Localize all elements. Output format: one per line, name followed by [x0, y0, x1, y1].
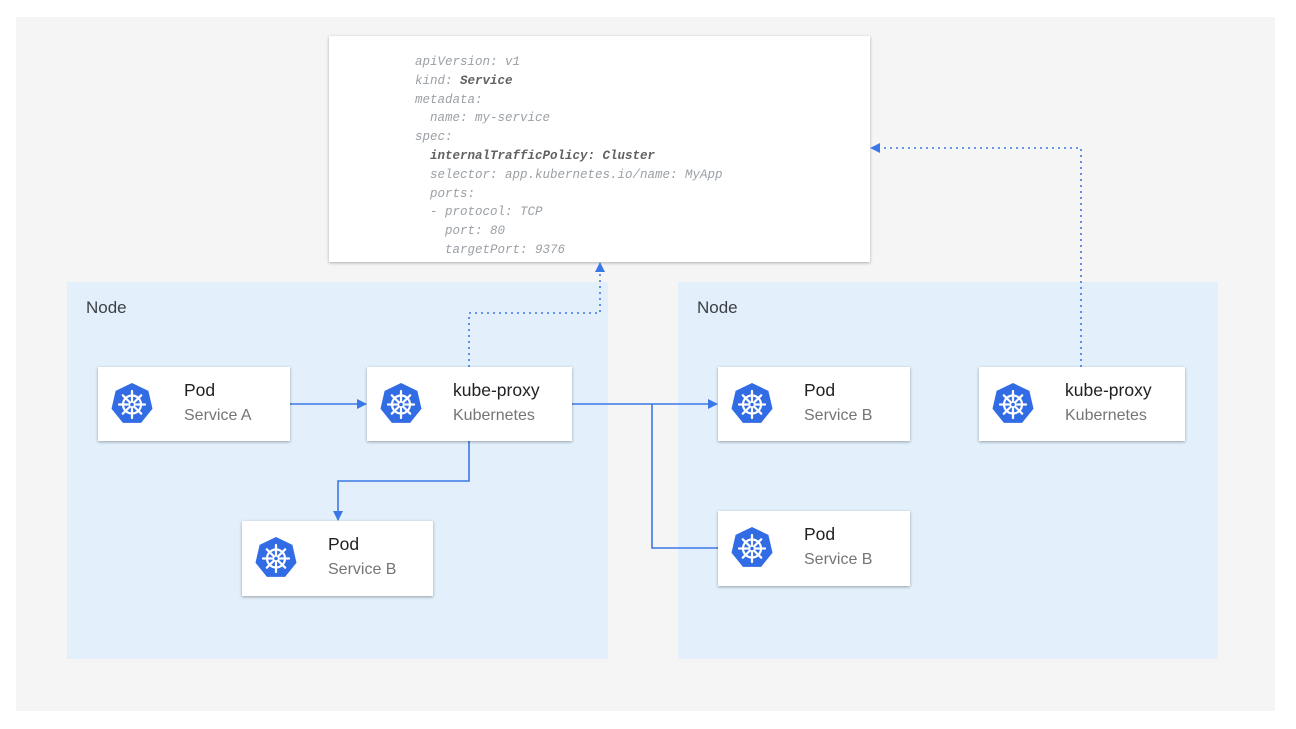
card-title: kube-proxy [453, 380, 540, 400]
card-title: Pod [184, 380, 216, 400]
kubernetes-icon [255, 537, 297, 577]
service-yaml-box: apiVersion: v1 kind: Service metadata: n… [329, 36, 870, 262]
card-subtitle: Kubernetes [1065, 407, 1147, 424]
node-label: Node [697, 298, 738, 317]
card-title: Pod [328, 534, 360, 554]
card-title: kube-proxy [1065, 380, 1152, 400]
yaml-key: kind: [415, 73, 461, 88]
yaml-line: port: 80 [415, 224, 506, 239]
yaml-highlight: internalTrafficPolicy: Cluster [415, 148, 656, 163]
yaml-line: spec: [415, 130, 453, 145]
card-subtitle: Service B [804, 407, 873, 424]
node-right: Node [678, 282, 1218, 659]
card-subtitle: Kubernetes [453, 407, 535, 424]
card-subtitle: Service B [328, 561, 397, 578]
yaml-line: targetPort: 9376 [415, 242, 566, 257]
kubernetes-icon [992, 383, 1034, 423]
yaml-line: name: my-service [415, 111, 551, 126]
yaml-line: selector: app.kubernetes.io/name: MyApp [415, 167, 723, 182]
yaml-line: internalTrafficPolicy: Cluster [415, 149, 655, 163]
yaml-line: ports: [415, 186, 476, 201]
yaml-line: - protocol: TCP [415, 205, 543, 220]
card-subtitle: Service A [184, 407, 252, 424]
yaml-line: metadata: [415, 92, 483, 107]
card-title: Pod [804, 380, 836, 400]
node-label: Node [86, 298, 127, 317]
node-left: Node [67, 282, 608, 659]
kubernetes-icon [111, 383, 153, 423]
kubernetes-icon [731, 383, 773, 423]
yaml-highlight: Service [460, 73, 513, 88]
card-subtitle: Service B [804, 551, 873, 568]
card-title: Pod [804, 524, 836, 544]
kubernetes-icon [731, 527, 773, 567]
yaml-code: apiVersion: v1 kind: Service metadata: n… [415, 53, 723, 260]
yaml-line: apiVersion: v1 [415, 55, 521, 69]
kubernetes-icon [380, 383, 422, 423]
yaml-line: kind: Service [415, 74, 513, 88]
